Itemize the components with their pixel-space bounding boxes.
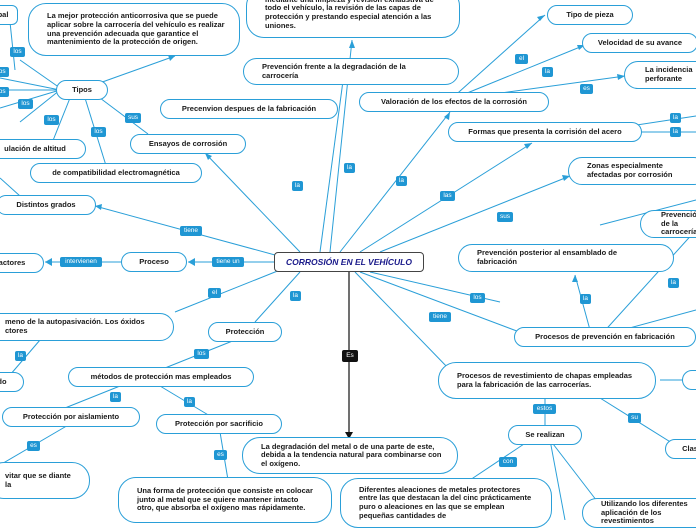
central-topic[interactable]: CORROSIÓN EN EL VEHÍCULO: [274, 252, 424, 272]
node-velocidad-avance[interactable]: Velocidad de su avance: [582, 33, 696, 53]
link-label: la: [396, 176, 407, 186]
link-label: tiene: [429, 312, 451, 322]
link-label: el: [515, 54, 528, 64]
link-label: los: [18, 99, 33, 109]
node-formas-corrosion[interactable]: Formas que presenta la corrisión del ace…: [448, 122, 642, 142]
node-metodos-proteccion[interactable]: métodos de protección mas empleados: [68, 367, 254, 387]
node-clasificacion[interactable]: Clas: [665, 439, 696, 459]
node-procesos-revestimiento[interactable]: Procesos de revestimiento de chapas empl…: [438, 362, 656, 399]
link-label: es: [27, 441, 40, 451]
node-proceso[interactable]: Proceso: [121, 252, 187, 272]
node-procesos-prevencion-fabricacion[interactable]: Procesos de prevención en fabricación: [514, 327, 696, 347]
node-tipos[interactable]: Tipos: [56, 80, 108, 100]
link-label: los: [194, 349, 209, 359]
link-label: la: [670, 127, 681, 137]
link-label: los: [0, 87, 9, 97]
link-label: los: [470, 293, 485, 303]
node-diferentes-aleaciones[interactable]: Diferentes aleaciones de metales protect…: [340, 478, 552, 528]
node-do[interactable]: do: [0, 372, 24, 392]
link-label-es: Es: [342, 350, 358, 362]
node-prevencion-carroceria[interactable]: Prevención de la carrocería: [640, 210, 696, 238]
node-zonas-afectadas[interactable]: Zonas especialmente afectadas por corros…: [568, 157, 696, 185]
link-label: la: [15, 351, 26, 361]
node-utilizando-revestimientos[interactable]: Utilizando los diferentes aplicación de …: [582, 498, 696, 528]
node-prevencion-posterior[interactable]: Prevención posterior al ensamblado de fa…: [458, 244, 674, 272]
node-global[interactable]: bal: [0, 5, 18, 25]
link-label: la: [110, 392, 121, 402]
node-evitar[interactable]: vitar que se diante la: [0, 462, 90, 499]
link-label: la: [668, 278, 679, 288]
node-proteccion[interactable]: Protección: [208, 322, 282, 342]
link-label: es: [214, 450, 227, 460]
node-incidencia-perforante[interactable]: La incidencia perforante: [624, 61, 696, 89]
node-degradacion-metal[interactable]: La degradación del metal o de una parte …: [242, 437, 458, 474]
link-label: la: [580, 294, 591, 304]
link-label: la: [542, 67, 553, 77]
link-label: tiene un: [212, 257, 244, 267]
node-distintos-grados[interactable]: Distintos grados: [0, 195, 96, 215]
node-fenomeno-autopasivacion[interactable]: meno de la autopasivación. Los óxidos ct…: [0, 313, 174, 341]
link-label: los: [0, 67, 9, 77]
link-label: la: [290, 291, 301, 301]
link-label: estos: [533, 404, 556, 414]
node-valoracion-efectos[interactable]: Valoración de los efectos de la corrosió…: [359, 92, 549, 112]
link-label: la: [292, 181, 303, 191]
link-label: los: [91, 127, 106, 137]
node-right-edge[interactable]: [682, 370, 696, 390]
link-label: sus: [125, 113, 141, 123]
node-factores[interactable]: actores: [0, 253, 44, 273]
link-label: sus: [497, 212, 513, 222]
link-label: la: [670, 113, 681, 123]
node-se-realizan[interactable]: Se realizan: [508, 425, 582, 445]
link-label: su: [628, 413, 641, 423]
link-label: es: [580, 84, 593, 94]
link-label: tiene: [180, 226, 202, 236]
node-prevencion-despues[interactable]: Precenvion despues de la fabricación: [160, 99, 338, 119]
node-compatibilidad-electromagnetica[interactable]: de compatibilidad electromagnética: [30, 163, 202, 183]
central-topic-label: CORROSIÓN EN EL VEHÍCULO: [286, 257, 412, 267]
node-ensayos-corrosion[interactable]: Ensayos de corrosión: [130, 134, 246, 154]
link-label: intervienen: [60, 257, 102, 267]
node-prevencion-frente[interactable]: Prevención frente a la degradación de la…: [243, 58, 459, 85]
node-tipo-pieza[interactable]: Tipo de pieza: [547, 5, 633, 25]
link-label: los: [44, 115, 59, 125]
link-label: la: [344, 163, 355, 173]
link-label: el: [208, 288, 221, 298]
link-label: las: [440, 191, 455, 201]
node-limpieza-revision[interactable]: mediante una limpieza y revisión exhaust…: [246, 0, 460, 38]
node-mejor-proteccion[interactable]: La mejor protección anticorrosiva que se…: [28, 3, 240, 56]
node-proteccion-sacrificio[interactable]: Protección por sacrificio: [156, 414, 282, 434]
link-label: los: [10, 47, 25, 57]
link-label: la: [184, 397, 195, 407]
node-una-forma-proteccion[interactable]: Una forma de protección que consiste en …: [118, 477, 332, 523]
node-simulacion-altitud[interactable]: ulación de altitud: [0, 139, 86, 159]
link-label: con: [499, 457, 517, 467]
node-proteccion-aislamiento[interactable]: Protección por aislamiento: [2, 407, 140, 427]
